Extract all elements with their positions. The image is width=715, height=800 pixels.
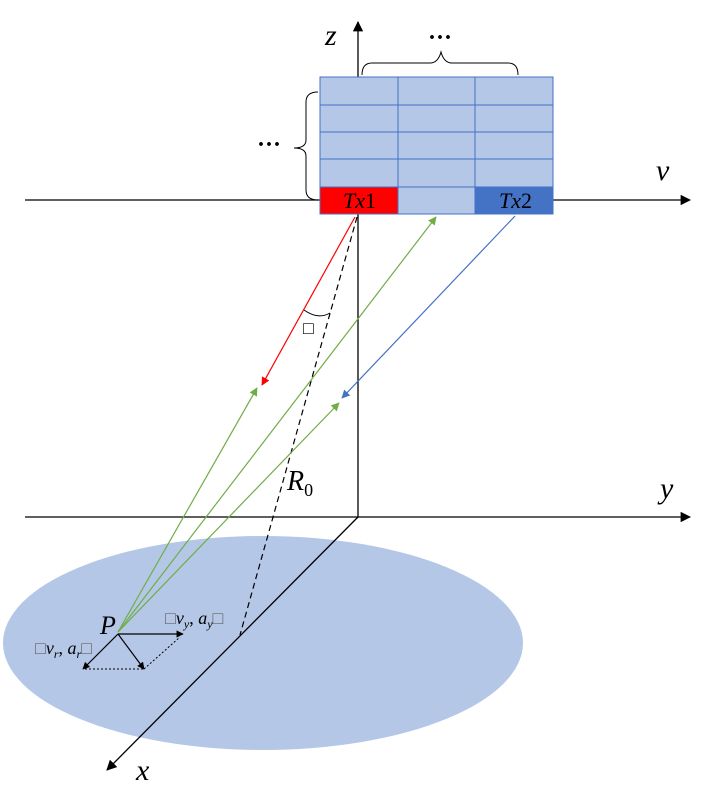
top-brace [361, 50, 519, 76]
vr-ar-label: □vr, ar□ [35, 638, 92, 661]
angle-symbol: □ [303, 318, 314, 338]
angle-arc [303, 309, 331, 317]
blue-transmit-ray [341, 215, 516, 399]
vr-vector [82, 633, 119, 670]
tx2-label: Tx2 [499, 188, 532, 213]
green-echo-ray-1 [117, 387, 258, 633]
green-echo-ray-2 [117, 216, 437, 633]
red-transmit-ray [261, 216, 356, 386]
point-p-label: P [99, 611, 116, 640]
x-axis [106, 516, 359, 771]
range-line-r0 [239, 216, 358, 636]
tx1-label: Tx1 [343, 188, 376, 213]
ground-area-ellipse [3, 536, 523, 750]
left-brace [293, 91, 319, 201]
tx1-element [319, 186, 399, 215]
y-axis-label: y [657, 472, 674, 505]
dotted-projection-diagonal [143, 636, 181, 670]
vx-component [117, 633, 145, 670]
tx2-element [474, 186, 554, 215]
green-echo-ray-3 [117, 402, 340, 633]
z-axis-label: z [324, 19, 337, 52]
range-label: R0 [286, 466, 313, 500]
x-axis-label: x [135, 754, 150, 787]
antenna-array [319, 76, 554, 215]
v-axis-label: v [656, 154, 670, 187]
vy-ay-label: □vy, ay□ [165, 608, 224, 631]
top-ellipsis: ··· [428, 25, 452, 51]
left-ellipsis: ··· [257, 132, 281, 158]
